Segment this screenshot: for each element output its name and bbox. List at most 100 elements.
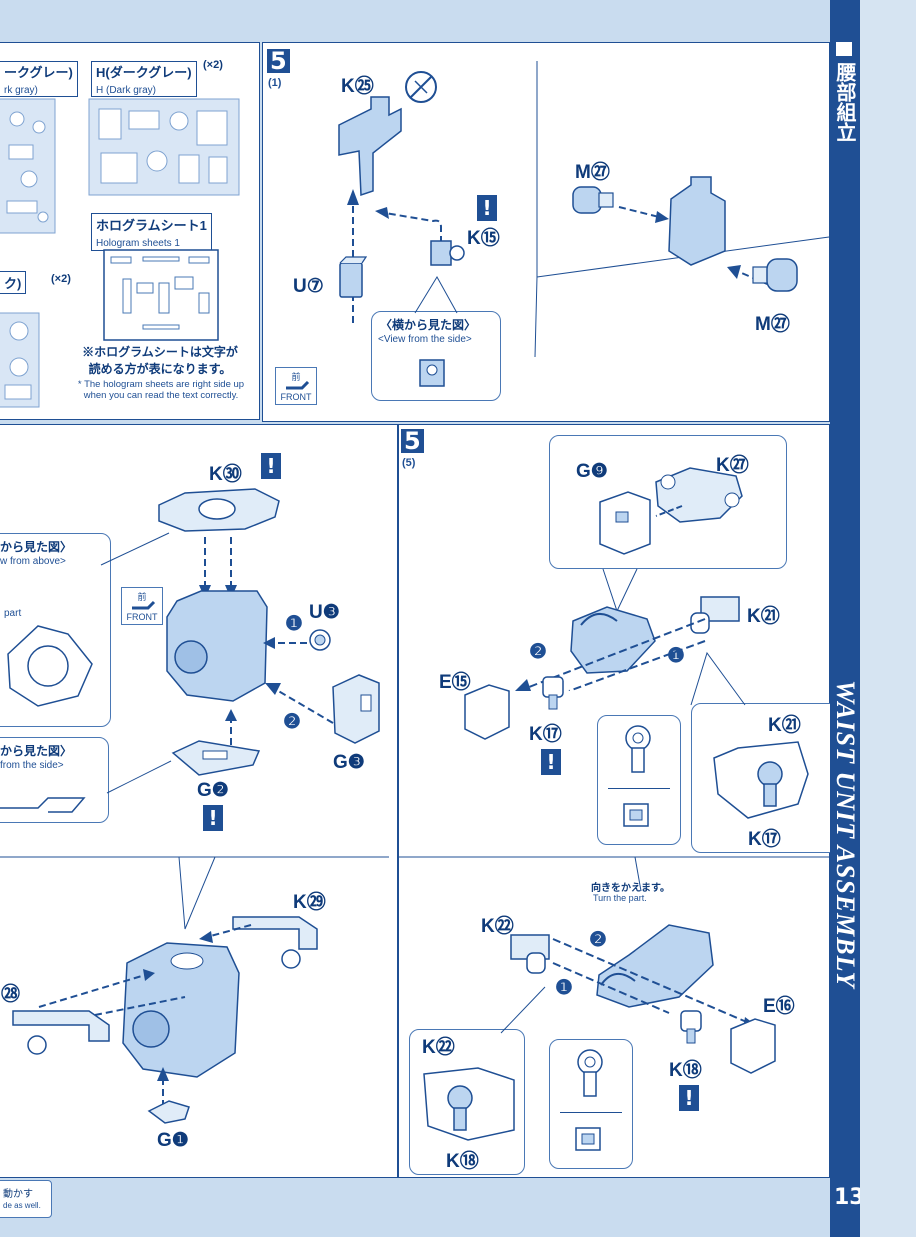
k17-top-view [623, 803, 649, 827]
turn-part-en: Turn the part. [593, 893, 647, 903]
part-label-g2: G❷ [197, 780, 229, 801]
arrow-u3 [263, 637, 307, 649]
part-waist-center-shape [668, 176, 726, 266]
k17-front-view [625, 725, 651, 773]
part-k29-shape [232, 916, 318, 969]
step5-5-panel: 5 (5) G❾ K㉗ K㉑ ❷ ❶ E⑮ [398, 424, 831, 1178]
hologram-note-en-line1: * The hologram sheets are right side up [77, 379, 245, 390]
runner-lower-left-label: ク) [0, 271, 27, 294]
runner-lower-left-count: (×2) [51, 273, 71, 285]
part-label-k29: K㉙ [293, 892, 326, 913]
step-number-5: 5 [401, 429, 424, 453]
hologram-note-en-line2: when you can read the text correctly. [83, 390, 239, 401]
part-g3-shape [332, 674, 380, 744]
hologram-label-en: Hologram sheets 1 [96, 238, 180, 249]
detail-k22-assembly [423, 1067, 515, 1141]
part-m27-left-shape [572, 186, 614, 214]
view-side-shape [419, 359, 445, 387]
page-number: 13 [834, 1185, 865, 1210]
arrows-k28-k29 [38, 924, 252, 1016]
callout-line-k22 [500, 986, 546, 1034]
runner-h-count: (×2) [203, 59, 223, 71]
part-label-k17: K⑰ [529, 724, 562, 745]
warning-icon-k30: ! [261, 453, 281, 479]
view-above-part-label: part [4, 608, 22, 619]
front-arrow-icon-2 [132, 600, 156, 610]
part-e15-shape [464, 684, 510, 740]
hologram-note-jp-line2: 読める方が表になります。 [88, 362, 232, 376]
front-badge-jp: 前 [291, 372, 301, 382]
k18-top-view [575, 1127, 601, 1151]
view-side-jp: 〈横から見た図〉 [380, 318, 477, 332]
hologram-note-jp-line1: ※ホログラムシートは文字が [82, 345, 238, 359]
part-label-k30: K㉚ [209, 464, 242, 485]
step-number: 5 [267, 49, 290, 73]
turn-part-jp: 向きをかえます。 [591, 883, 670, 894]
runner-sprue-left [0, 98, 56, 234]
runner-sprue-h [88, 98, 240, 196]
waist-side-part-shape [570, 606, 656, 674]
view-side2-jp: から見た図〉 [0, 744, 73, 758]
part-k15-shape [430, 240, 465, 266]
arrow-g1 [157, 1067, 169, 1107]
part-g9-shape [599, 491, 651, 555]
part-label-k28: ㉘ [1, 984, 21, 1005]
callout-line-1 [414, 276, 458, 314]
view-side2-shape [0, 797, 86, 813]
callout-line-side2 [106, 760, 172, 794]
part-label-g9: G❾ [576, 461, 608, 482]
detail-divider-2 [560, 1112, 622, 1113]
view-from-above-box: から見た図〉 w from above> part [0, 533, 111, 727]
hologram-label-jp: ホログラムシート1 [96, 218, 207, 233]
view-from-side-box-2: から見た図〉 from the side> [0, 737, 109, 823]
view-above-en: w from above> [0, 556, 66, 567]
detail-divider [608, 788, 670, 789]
part-u3-shape [309, 629, 331, 651]
front-badge-2: 前 FRONT [121, 587, 163, 625]
arrow-g2 [225, 709, 237, 745]
callout-line-above [100, 532, 170, 566]
substep-label-5: (5) [402, 457, 416, 469]
waist-side-part-lower-shape [596, 924, 714, 1008]
view-side2-en: from the side> [0, 760, 64, 771]
detail-box-k22-k18: K㉒ K⑱ [409, 1029, 525, 1175]
front-badge-2-en: FRONT [126, 612, 158, 622]
runner-left-label-en: rk gray) [4, 85, 38, 96]
part-k25-shape [338, 96, 402, 197]
arrow-g3 [265, 683, 334, 724]
part-label-k22-detail: K㉒ [422, 1037, 455, 1058]
waist-block-shape [166, 590, 268, 702]
detail-box-k21-k17: K㉑ K⑰ [691, 703, 831, 853]
part-m27-right-shape [752, 258, 798, 292]
no-cut-icon [405, 71, 437, 103]
hologram-note-jp: ※ホログラムシートは文字が 読める方が表になります。 [63, 343, 257, 377]
part-label-u7: U⑦ [293, 276, 324, 297]
divider-line-lower-left [0, 856, 389, 930]
step-marker-1: ❶ [285, 613, 303, 635]
runner-left-label: ークグレー) rk gray) [0, 61, 78, 97]
part-label-u3: U❸ [309, 602, 340, 623]
arrow-g9-k27 [655, 505, 683, 517]
hologram-sheet [103, 249, 219, 341]
part-label-k21-detail: K㉑ [768, 715, 801, 736]
view-side-en: <View from the side> [378, 334, 472, 345]
part-label-k22: K㉒ [481, 916, 514, 937]
front-badge-en: FRONT [280, 392, 312, 402]
part-k22-shape [510, 934, 550, 974]
part-label-e16: E⑯ [763, 996, 795, 1017]
detail-k21-assembly [713, 741, 809, 819]
k18-front-view [577, 1049, 603, 1097]
warning-icon: ! [477, 195, 497, 221]
warning-icon-k18: ! [679, 1085, 699, 1111]
warning-icon-g2: ! [203, 805, 223, 831]
part-label-k25: K㉕ [341, 76, 374, 97]
step-marker-lower-1: ❶ [555, 977, 573, 999]
part-k18-shape [680, 1010, 702, 1044]
part-k30-shape [158, 488, 280, 532]
part-label-m27-left: M㉗ [575, 162, 610, 183]
step-marker-5-1: ❶ [667, 645, 685, 667]
waist-block-lower-shape [122, 942, 240, 1078]
front-badge-2-jp: 前 [137, 592, 147, 602]
sidebar [830, 0, 860, 1237]
divider-line-lower-right [399, 856, 829, 892]
